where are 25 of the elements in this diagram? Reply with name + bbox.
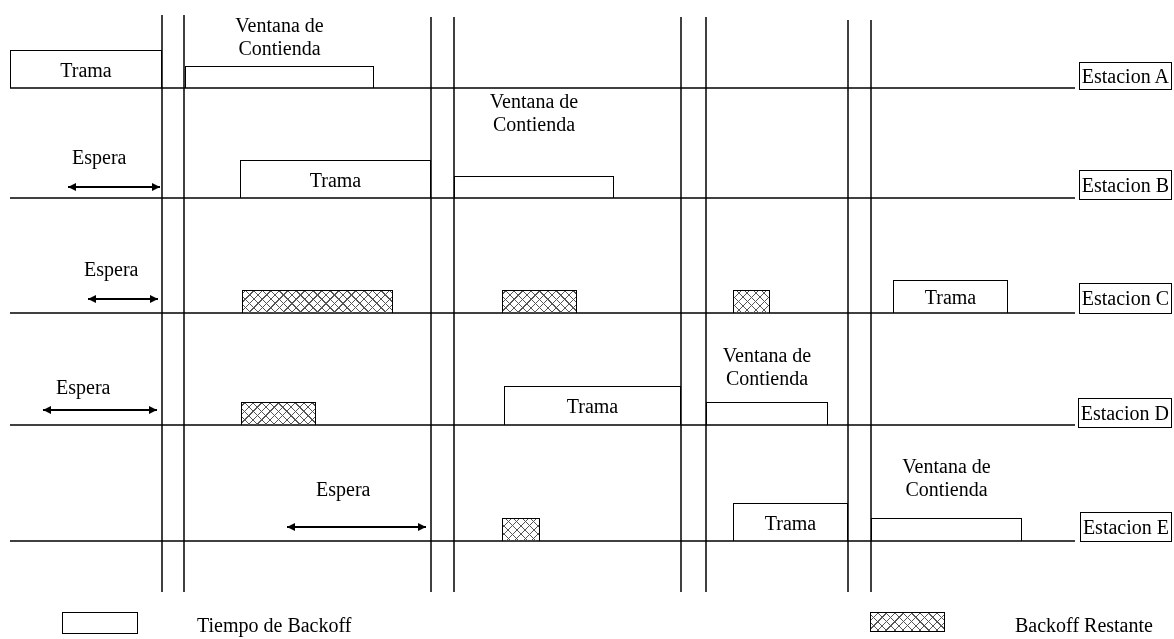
frame-bar: Trama	[733, 503, 848, 541]
frame-bar: Trama	[10, 50, 162, 88]
wait-label: Espera	[84, 258, 139, 281]
backoff-bar	[733, 290, 770, 313]
legend-label: Tiempo de Backoff	[197, 614, 352, 637]
station-label: Estacion C	[1078, 283, 1172, 314]
backoff-bar	[502, 290, 577, 313]
backoff-bar	[241, 402, 316, 425]
wait-label: Espera	[56, 376, 111, 399]
window-label: Ventana de Contienda	[234, 14, 325, 60]
frame-bar: Trama	[504, 386, 681, 425]
backoff-bar	[502, 518, 540, 541]
station-label: Estacion D	[1077, 398, 1172, 428]
window-label: Ventana de Contienda	[901, 455, 992, 501]
window-label: Ventana de Contienda	[721, 344, 813, 390]
window-label: Ventana de Contienda	[488, 90, 580, 136]
legend-label: Backoff Restante	[1015, 614, 1153, 637]
wait-label: Espera	[72, 146, 127, 169]
backoff-bar	[242, 290, 393, 313]
frame-bar: Trama	[893, 280, 1008, 313]
station-label: Estacion B	[1078, 170, 1172, 200]
wait-label: Espera	[316, 478, 371, 501]
station-label: Estacion A	[1078, 62, 1172, 90]
frame-bar: Trama	[240, 160, 431, 198]
station-label: Estacion E	[1079, 512, 1172, 542]
